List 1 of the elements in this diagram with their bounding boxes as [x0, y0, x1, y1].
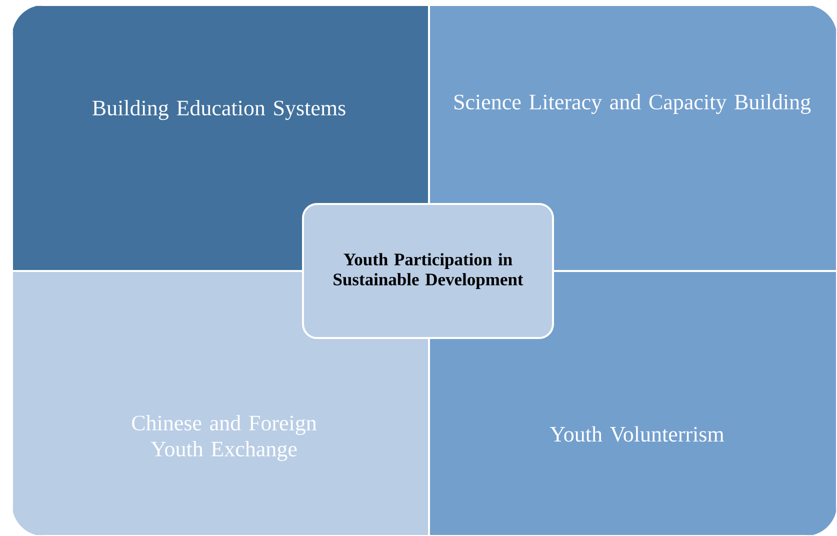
center-box: Youth Participation in Sustainable Development	[302, 203, 554, 339]
